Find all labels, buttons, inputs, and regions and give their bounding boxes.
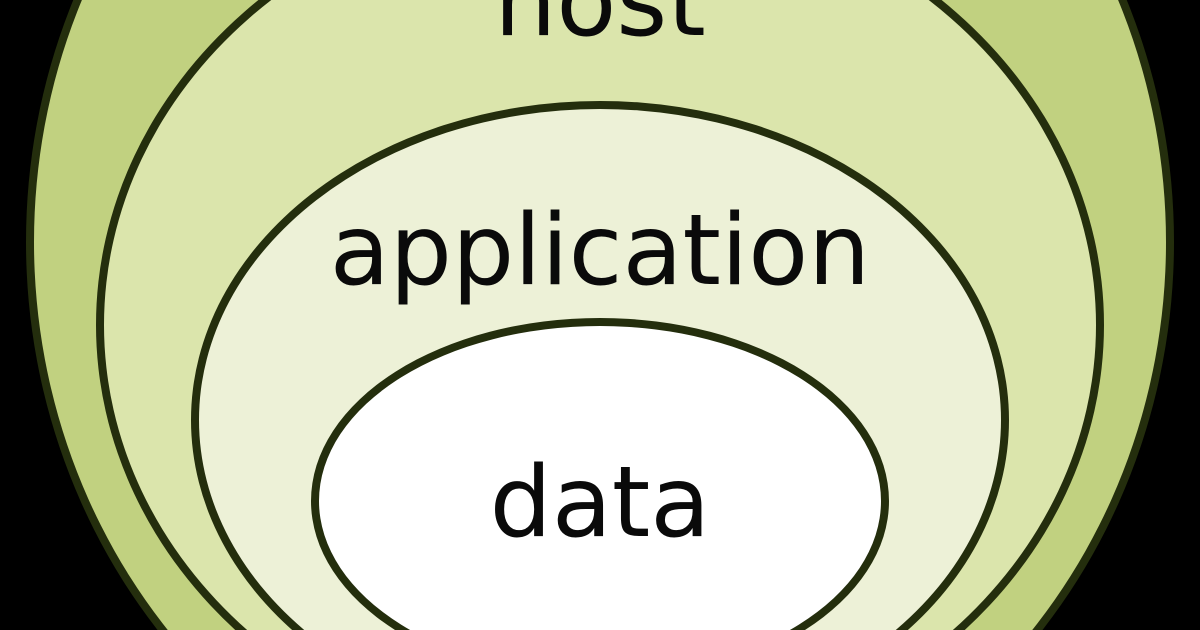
- ring-data-ellipse: [311, 318, 889, 630]
- label-application: application: [329, 194, 871, 308]
- label-data: data: [489, 446, 711, 560]
- label-host: host: [494, 0, 706, 59]
